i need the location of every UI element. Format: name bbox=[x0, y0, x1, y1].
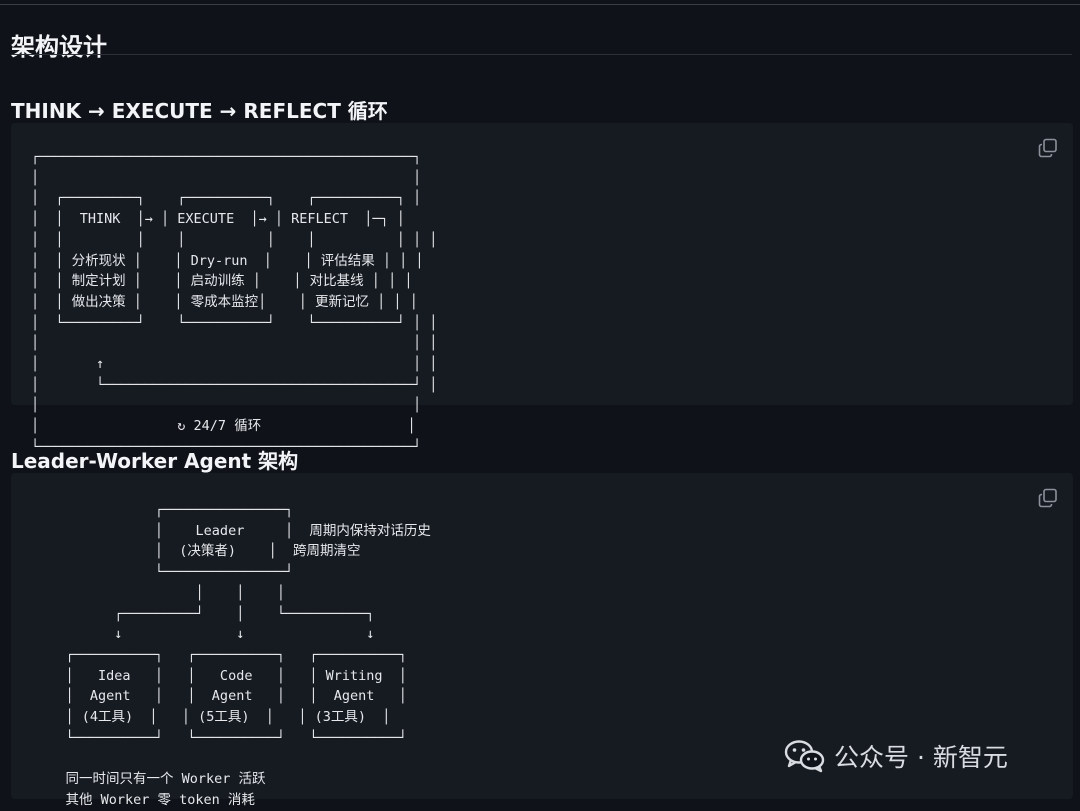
title-divider bbox=[11, 54, 1072, 55]
wechat-icon bbox=[784, 740, 825, 773]
code-block-agents: ┌───────────────┐ │ Leader │ 周期内保持对话历史 │… bbox=[11, 473, 1073, 808]
code-block-loop: ┌───────────────────────────────────────… bbox=[11, 123, 1073, 455]
copy-icon bbox=[1038, 488, 1057, 508]
copy-icon bbox=[1038, 138, 1057, 158]
watermark-text: 公众号 · 新智元 bbox=[834, 743, 1008, 772]
code-content-loop[interactable]: ┌───────────────────────────────────────… bbox=[31, 149, 438, 455]
page-title: 架构设计 bbox=[11, 33, 107, 62]
top-divider bbox=[0, 4, 1080, 5]
section-heading-loop: THINK → EXECUTE → REFLECT 循环 bbox=[11, 98, 388, 123]
section-heading-agents: Leader-Worker Agent 架构 bbox=[11, 448, 299, 473]
code-content-agents[interactable]: ┌───────────────┐ │ Leader │ 周期内保持对话历史 │… bbox=[65, 502, 431, 808]
copy-code-button[interactable] bbox=[1037, 487, 1059, 509]
copy-code-button[interactable] bbox=[1037, 137, 1059, 159]
watermark: 公众号 · 新智元 bbox=[784, 736, 1008, 776]
